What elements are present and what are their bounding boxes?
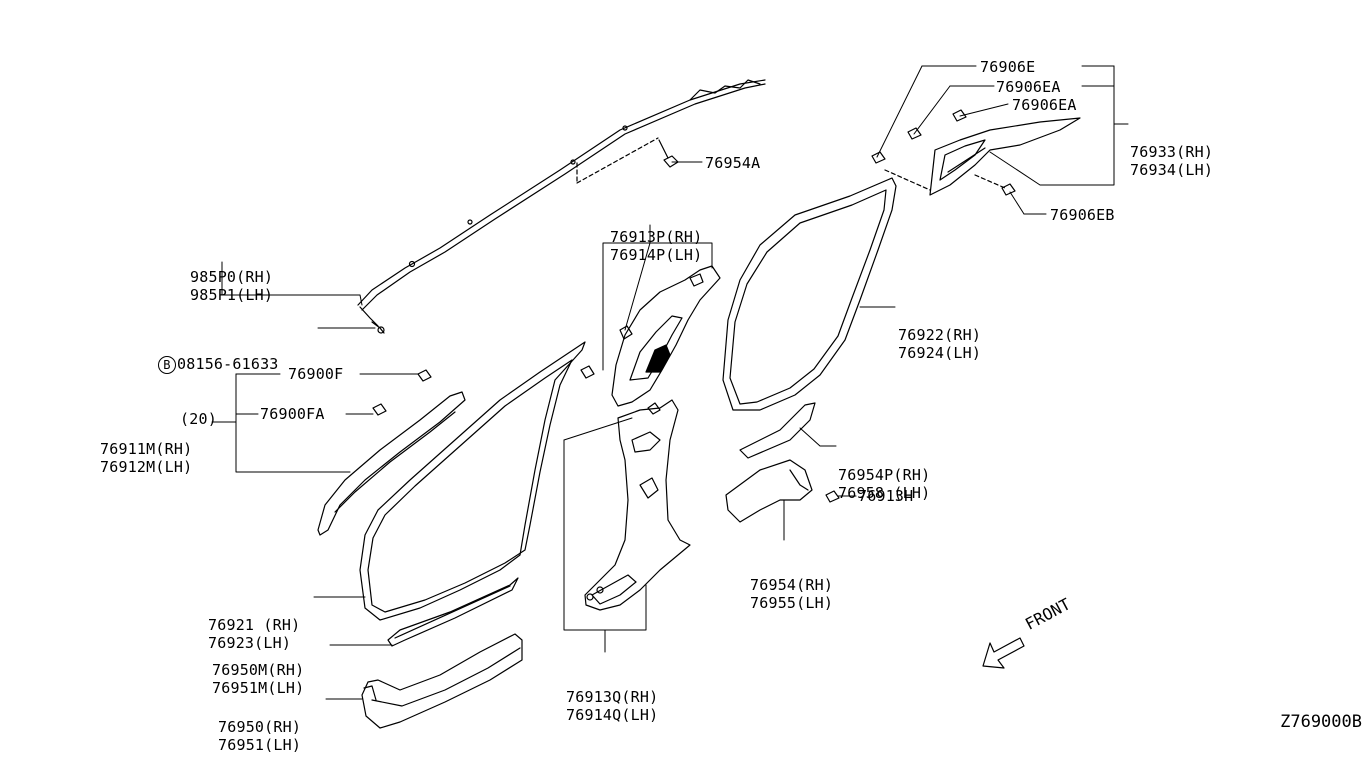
clip-76906EB — [1002, 184, 1015, 195]
rear-kicking-plate — [726, 460, 812, 522]
label-76906E: 76906E — [980, 58, 1036, 76]
roof-side-airbag-part — [358, 80, 765, 334]
label-76900FA: 76900FA — [260, 405, 325, 423]
front-kicking-plate-inner — [388, 578, 518, 646]
rear-kicking-plate-inner — [740, 403, 815, 458]
rear-door-weatherstrip — [723, 178, 896, 410]
clip-76906EA-a — [908, 128, 921, 139]
clip-76906EA-b — [953, 110, 966, 121]
center-pillar-upper-garnish — [612, 266, 720, 406]
front-direction-arrow — [983, 638, 1024, 668]
clip-76906E — [872, 152, 885, 163]
label-76906EA-2: 76906EA — [1012, 96, 1077, 114]
parts-diagram — [0, 0, 1370, 736]
label-76950M: 76950M(RH)76951M(LH) — [212, 661, 305, 697]
label-76954P: 76954P(RH)76958 (LH) — [838, 466, 931, 502]
front-door-weatherstrip — [360, 342, 585, 620]
label-76954A: 76954A — [705, 154, 761, 172]
front-kicking-plate — [362, 634, 522, 728]
label-76906EB: 76906EB — [1050, 206, 1115, 224]
diagram-code: Z769000B — [1280, 712, 1362, 732]
label-76906EA-1: 76906EA — [996, 78, 1061, 96]
label-76950: 76950(RH)76951(LH) — [218, 718, 302, 754]
rear-pillar-garnish — [930, 118, 1080, 195]
label-76913Q: 76913Q(RH)76914Q(LH) — [566, 688, 659, 724]
clip-76954A — [659, 140, 678, 167]
front-pillar-garnish — [318, 392, 465, 535]
label-76921: 76921 (RH)76923(LH) — [208, 616, 301, 652]
label-76933: 76933(RH)76934(LH) — [1130, 143, 1214, 179]
clip-76900FA — [373, 404, 386, 415]
label-76900F: 76900F — [288, 365, 344, 383]
label-76954: 76954(RH)76955(LH) — [750, 576, 834, 612]
label-76922: 76922(RH)76924(LH) — [898, 326, 982, 362]
label-76911M: 76911M(RH)76912M(LH) — [100, 440, 193, 476]
label-985P0: 985P0(RH)985P1(LH) — [190, 268, 274, 304]
label-76913P: 76913P(RH)76914P(LH) — [610, 228, 703, 264]
bolt-symbol: B — [158, 356, 176, 374]
center-pillar-lower-garnish — [585, 400, 690, 610]
label-76913H: 76913H — [858, 487, 914, 505]
clip-76900F — [418, 370, 431, 381]
clip-76913H — [826, 491, 839, 502]
clip-76913P-a — [581, 366, 594, 378]
